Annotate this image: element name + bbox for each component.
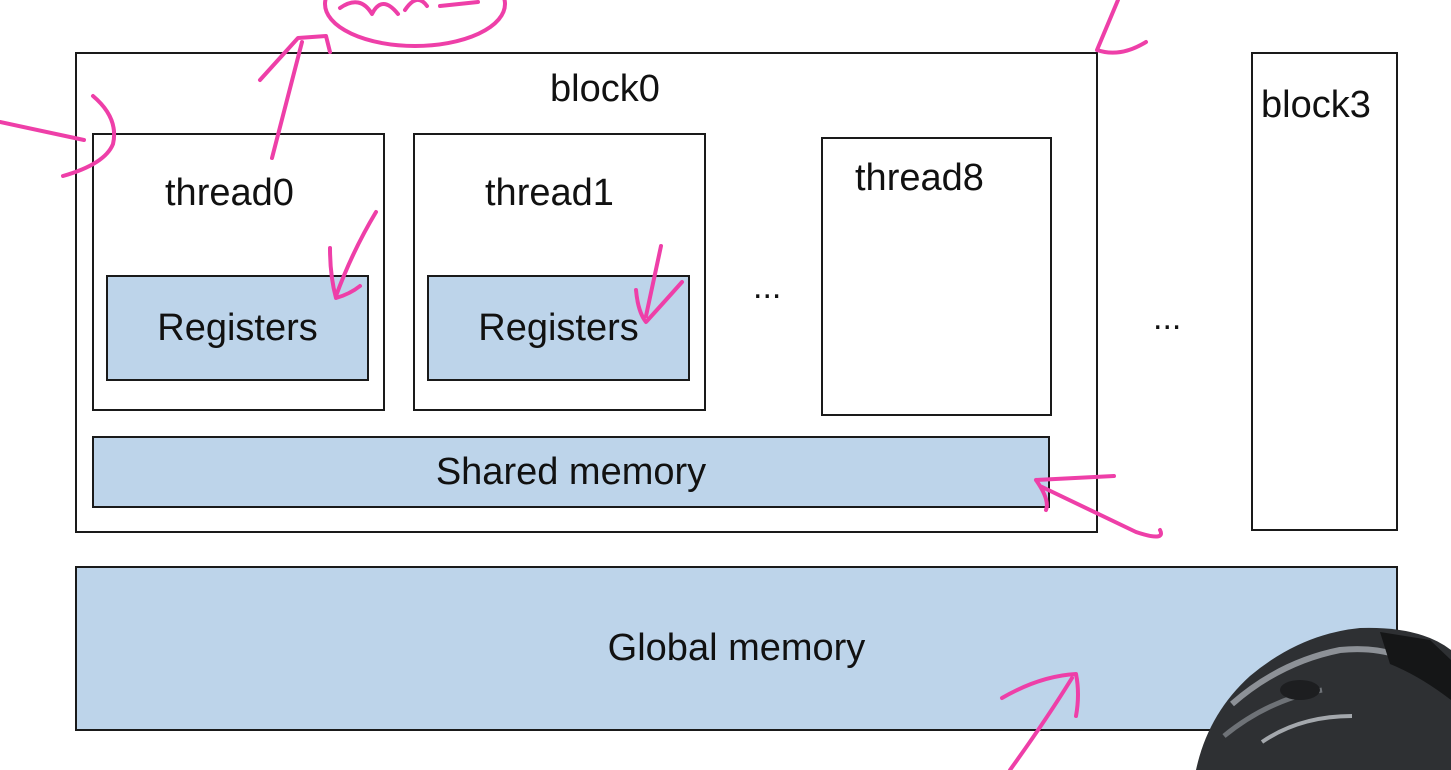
thread8-box (821, 137, 1052, 416)
block0-box (75, 52, 1098, 533)
block3-box (1251, 52, 1398, 531)
shared-memory-label: Shared memory (435, 450, 707, 493)
block0-label: block0 (550, 68, 660, 110)
top-scribble-circle (323, 0, 507, 48)
thread1-box (413, 133, 706, 411)
thread0-label: thread0 (165, 172, 294, 214)
shared-memory: Shared memory (92, 436, 1050, 508)
threads-ellipsis: ... (753, 268, 782, 306)
thread1-registers-label: Registers (478, 306, 639, 349)
block3-label: block3 (1261, 84, 1371, 126)
thread0-box (92, 133, 385, 411)
blocks-ellipsis: ... (1153, 299, 1182, 337)
top-right-mark (1095, 0, 1148, 55)
global-memory-label: Global memory (607, 627, 866, 669)
thread8-label: thread8 (855, 157, 984, 199)
top-scribble-text (338, 0, 480, 16)
global-memory: Global memory (75, 566, 1398, 731)
thread0-registers: Registers (106, 275, 369, 381)
thread1-registers: Registers (427, 275, 690, 381)
thread1-label: thread1 (485, 172, 614, 214)
thread0-registers-label: Registers (157, 306, 318, 349)
